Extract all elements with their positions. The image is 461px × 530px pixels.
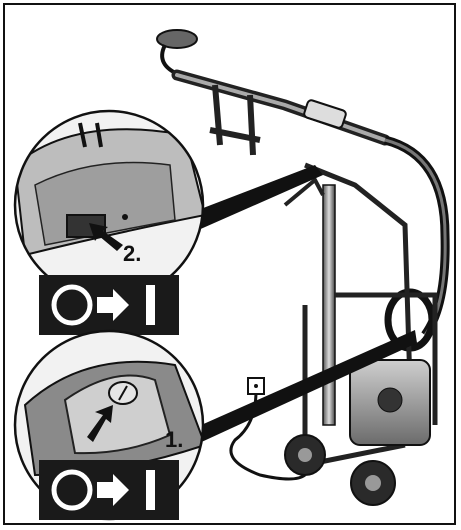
arm-clamp: [303, 99, 347, 128]
diagram-canvas: 2. 1.: [5, 5, 456, 525]
switch-symbol-panel-bottom: [39, 460, 179, 520]
on-symbol-icon: [146, 285, 155, 325]
switch-symbol-panel-top: [39, 275, 179, 335]
step-1-label: 1.: [165, 427, 183, 452]
step-2-label: 2.: [123, 241, 141, 266]
instruction-diagram-frame: 2. 1.: [3, 3, 456, 525]
callout-pointer-top: [185, 165, 323, 235]
stand-column: [323, 185, 335, 425]
on-symbol-icon-2: [146, 470, 155, 510]
